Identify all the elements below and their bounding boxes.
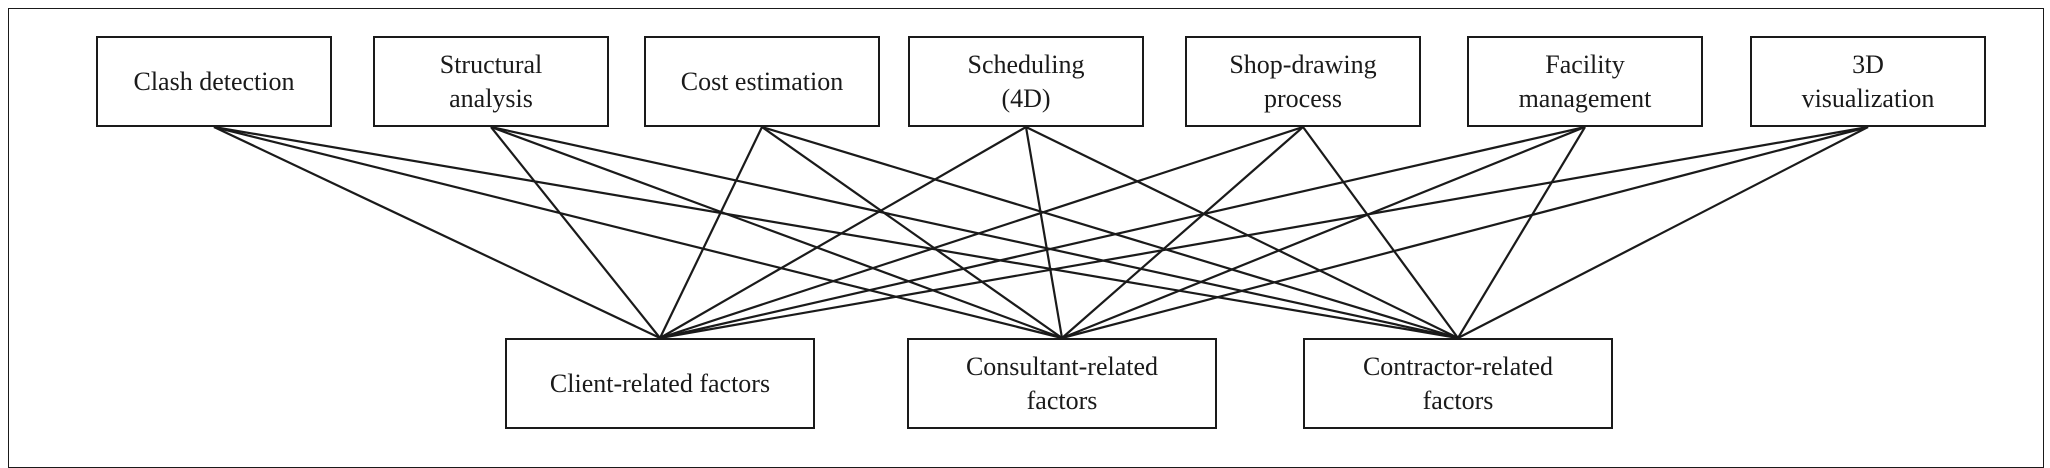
edge-scheduling-to-consultant (1024, 126, 1064, 339)
edge-shop-to-consultant (1061, 126, 1304, 339)
edge-clash-to-client (213, 126, 661, 339)
node-facility-management: Facility management (1467, 36, 1703, 127)
edge-shop-to-contractor (1302, 126, 1459, 339)
edge-facility-to-consultant (1061, 125, 1586, 340)
edge-facility-to-client (659, 125, 1586, 340)
edge-visualization-to-client (659, 125, 1869, 340)
edge-facility-to-contractor (1457, 126, 1586, 339)
node-shop-drawing-process: Shop-drawing process (1185, 36, 1421, 127)
node-scheduling-4d: Scheduling (4D) (908, 36, 1144, 127)
connection-lines (213, 125, 1869, 340)
edge-cost-to-contractor (761, 125, 1459, 340)
edge-structural-to-contractor (490, 125, 1459, 340)
edge-shop-to-client (659, 125, 1304, 340)
edge-clash-to-consultant (213, 125, 1063, 340)
edge-visualization-to-contractor (1457, 126, 1869, 339)
edge-scheduling-to-client (659, 126, 1027, 339)
edge-scheduling-to-contractor (1025, 126, 1459, 339)
edge-structural-to-client (490, 126, 661, 339)
node-clash-detection: Clash detection (96, 36, 332, 127)
node-3d-visualization: 3D visualization (1750, 36, 1986, 127)
node-contractor-related-factors: Contractor-related factors (1303, 338, 1613, 429)
edge-cost-to-client (659, 126, 763, 339)
node-cost-estimation: Cost estimation (644, 36, 880, 127)
edge-clash-to-contractor (213, 125, 1459, 340)
edge-cost-to-consultant (761, 126, 1063, 339)
node-structural-analysis: Structural analysis (373, 36, 609, 127)
node-client-related-factors: Client-related factors (505, 338, 815, 429)
node-consultant-related-factors: Consultant-related factors (907, 338, 1217, 429)
edge-visualization-to-consultant (1061, 125, 1869, 340)
edge-structural-to-consultant (490, 125, 1063, 340)
